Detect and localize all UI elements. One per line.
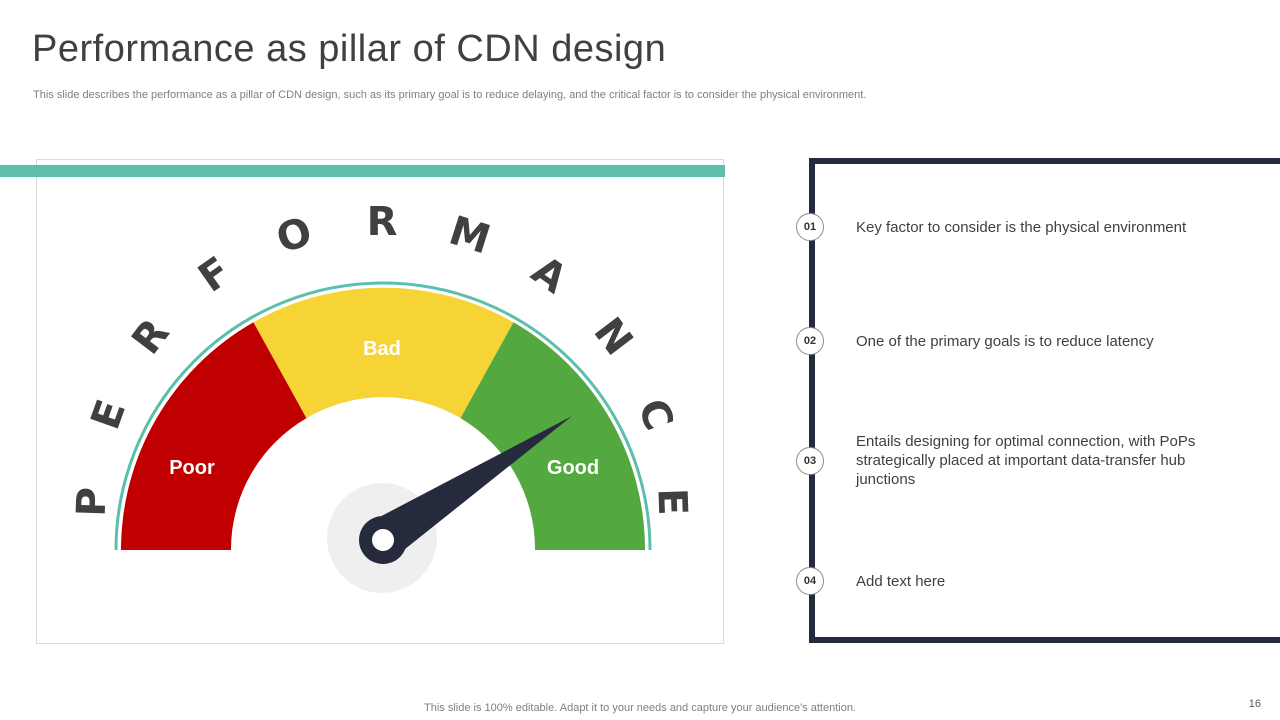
list-item: 02 One of the primary goals is to reduce…	[796, 327, 1226, 355]
list-item: 04 Add text here	[796, 567, 1226, 595]
gauge-segment-bad	[253, 287, 514, 419]
arc-letter: N	[585, 309, 642, 363]
slide-title: Performance as pillar of CDN design	[32, 28, 667, 70]
item-text: Key factor to consider is the physical e…	[856, 218, 1187, 236]
page-number: 16	[1248, 698, 1261, 710]
slide-subtitle: This slide describes the performance as …	[33, 89, 867, 101]
gauge-segment-good	[460, 322, 646, 550]
list-panel	[809, 158, 1280, 643]
arc-letter: A	[523, 247, 575, 302]
item-number-badge: 04	[796, 567, 824, 595]
arc-letter: E	[83, 394, 136, 435]
gauge-label-poor: Poor	[169, 457, 215, 479]
arc-letter: O	[271, 209, 317, 263]
item-text: Add text here	[856, 572, 946, 590]
gauge-label-bad: Bad	[363, 338, 401, 360]
arc-letter: M	[444, 208, 496, 264]
gauge-label-good: Good	[547, 457, 599, 479]
arc-letter: P	[69, 486, 116, 517]
arc-letter: C	[629, 393, 682, 436]
item-number-badge: 01	[796, 213, 824, 241]
list-item: 03 Entails designing for optimal connect…	[796, 432, 1226, 489]
gauge-needle	[372, 416, 572, 557]
item-number-badge: 03	[796, 446, 824, 475]
arc-letter: R	[123, 311, 178, 363]
accent-bar	[0, 165, 725, 177]
gauge-outline-arc	[114, 281, 652, 551]
gauge-segment-poor	[121, 322, 307, 550]
arc-letter: R	[367, 199, 398, 245]
arc-letter: F	[190, 248, 239, 301]
item-text: Entails designing for optimal connection…	[856, 433, 1196, 488]
needle-hub-center	[372, 529, 394, 551]
item-text: One of the primary goals is to reduce la…	[856, 332, 1154, 350]
slide-footer: This slide is 100% editable. Adapt it to…	[424, 702, 856, 714]
arc-letter: E	[648, 487, 695, 516]
item-number-badge: 02	[796, 327, 824, 355]
list-item: 01 Key factor to consider is the physica…	[796, 213, 1226, 241]
